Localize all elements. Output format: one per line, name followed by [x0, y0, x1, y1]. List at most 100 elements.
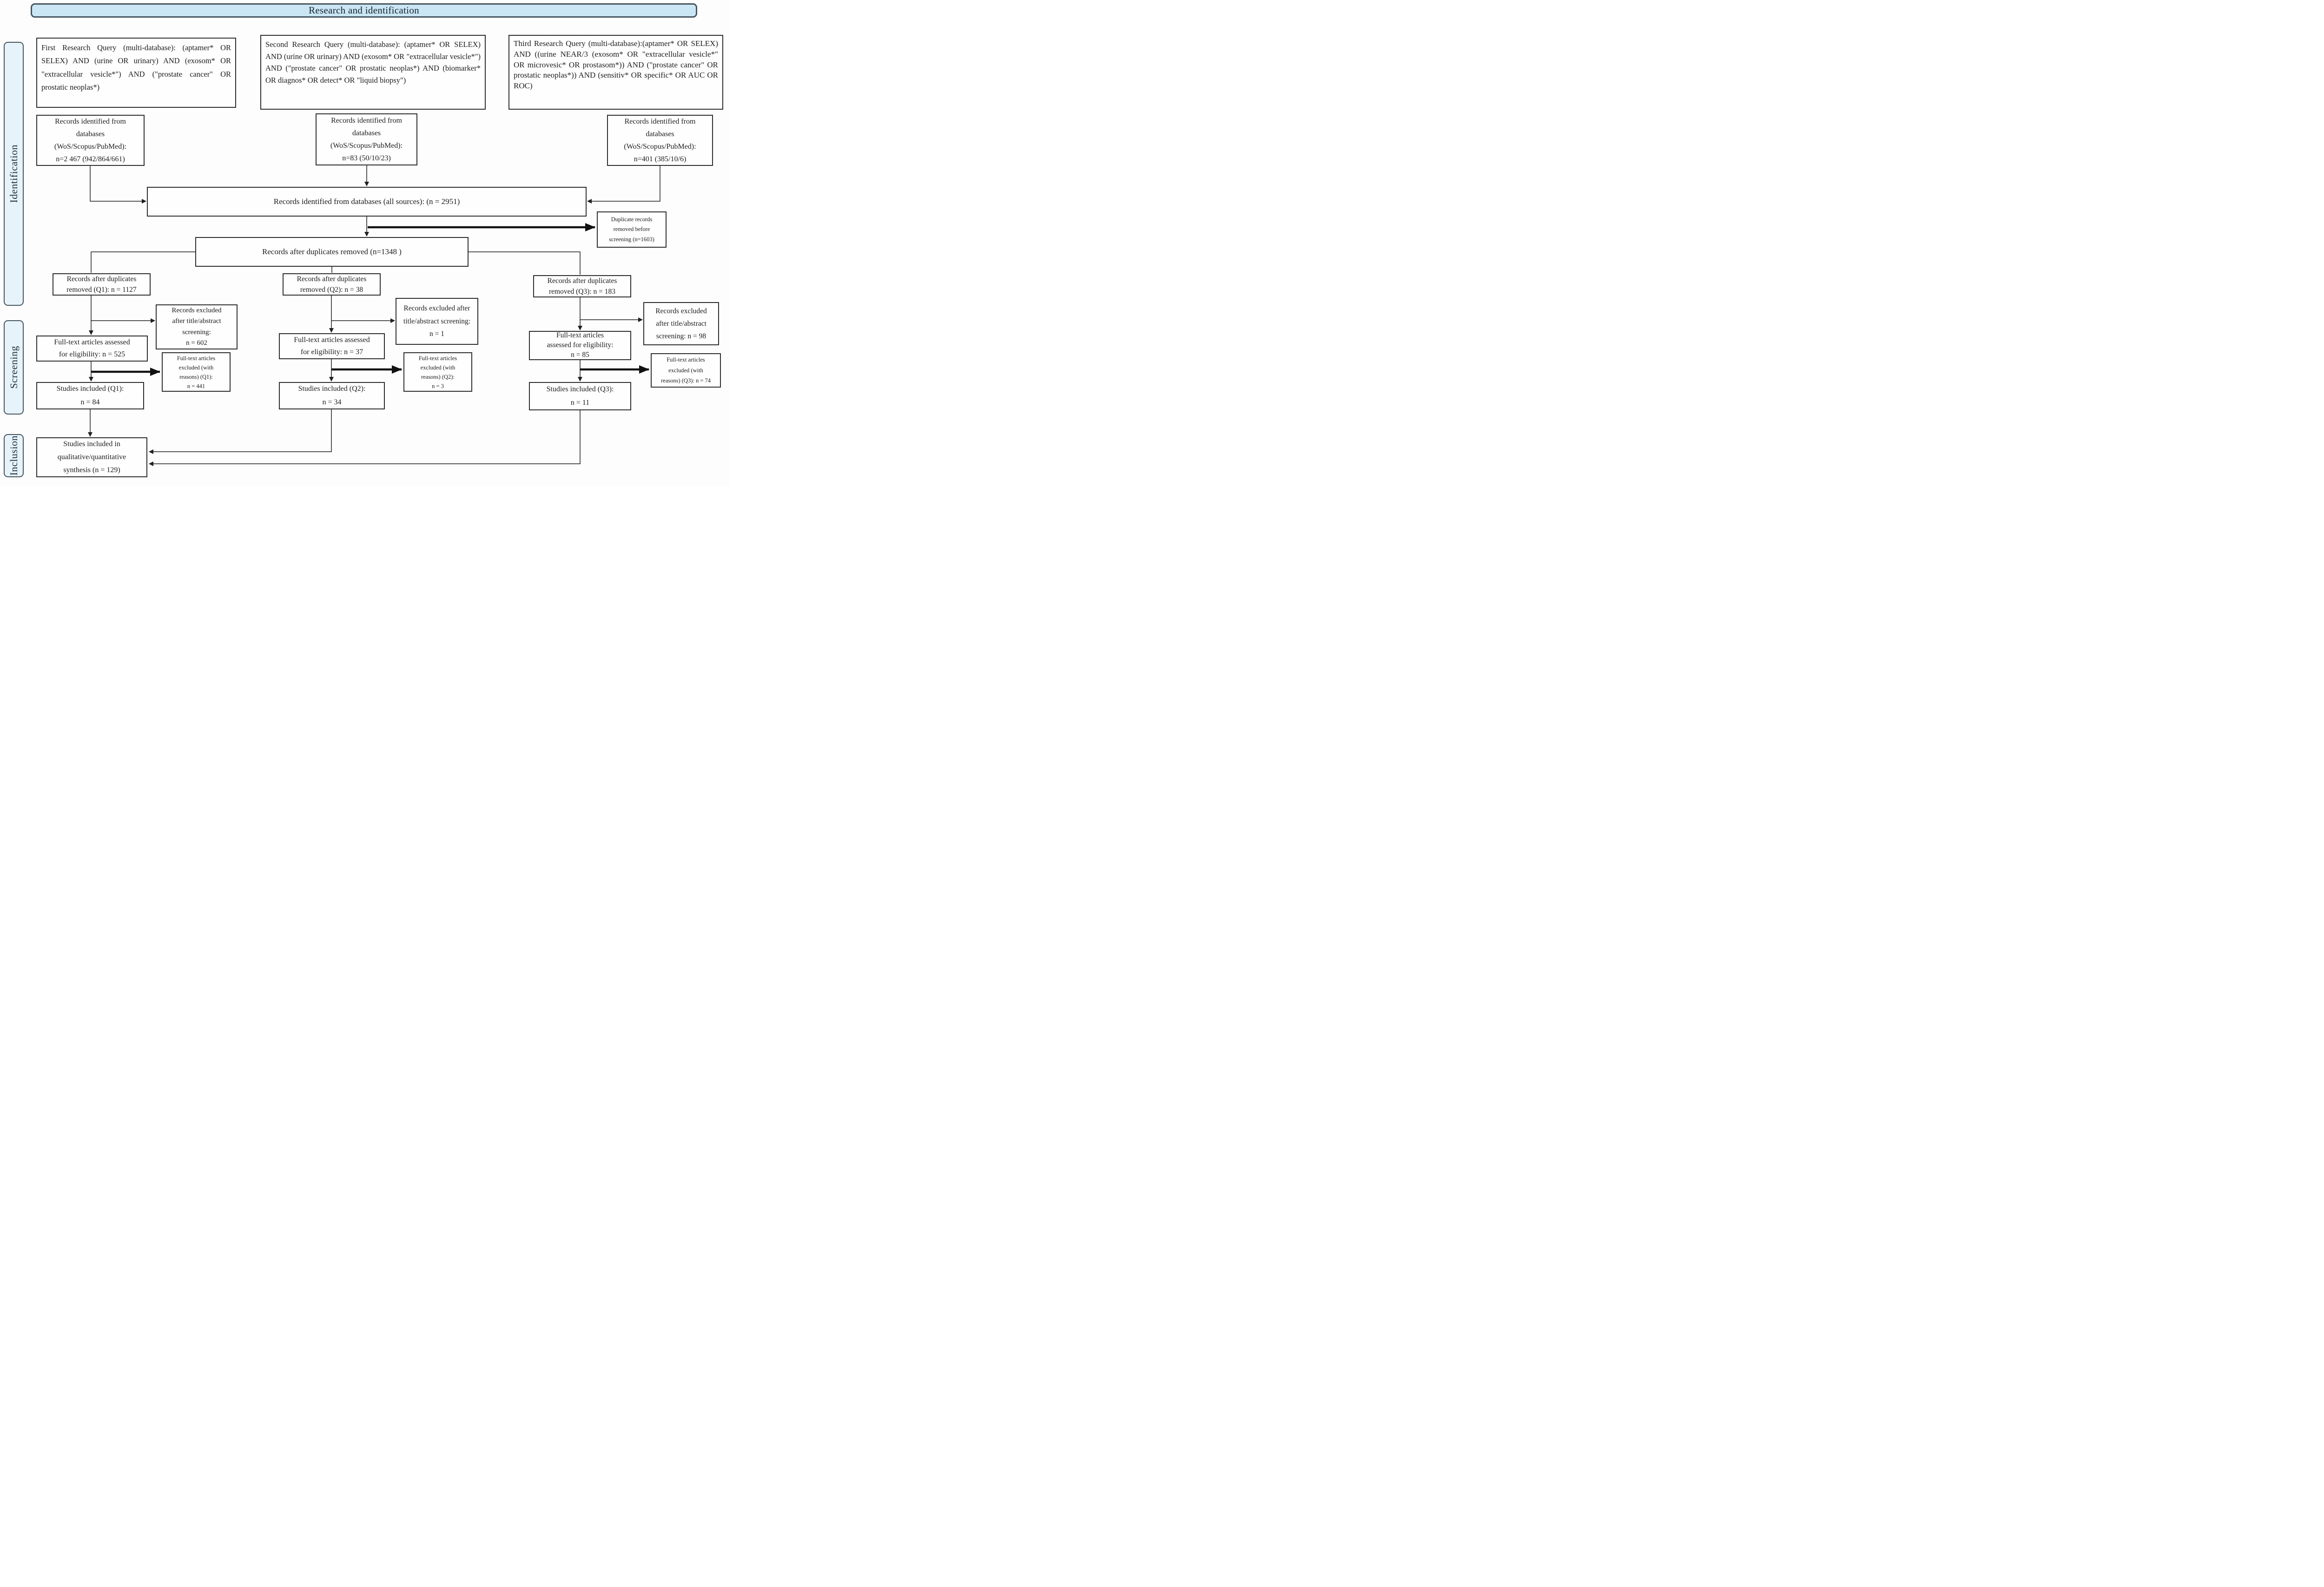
q1-fulltext-excluded-box-line: Full-text articles [177, 355, 216, 362]
records-identified-q3-box-line: Records identified from [624, 117, 696, 125]
records-identified-q1-box: Records identified from databases (WoS/Sco… [36, 115, 145, 166]
synthesis-included-box-line: qualitative/quantitative [57, 453, 126, 461]
records-all-sources-box: Records identified from databases (all s… [147, 187, 587, 217]
q1-studies-included-box-line: Studies included (Q1): [56, 384, 124, 393]
q3-after-duplicates-box: Records after duplicates removed (Q3): n … [533, 275, 631, 297]
q3-studies-included-box-line: n = 11 [570, 398, 590, 407]
q2-records-excluded-box-line: n = 1 [429, 330, 444, 338]
records-identified-q3-box-line: databases [646, 130, 674, 138]
records-identified-q2-box-line: Records identified from [331, 116, 402, 125]
banner-research-identification: Research and identification [31, 3, 697, 18]
records-identified-q3-box: Records identified from databases (WoS/Sco… [607, 115, 713, 166]
q1-after-duplicates-box: Records after duplicates removed (Q1): n … [53, 273, 151, 296]
q2-fulltext-assessed-box: Full-text articles assessed for eligibili… [279, 333, 385, 359]
duplicates-removed-box-line: screening (n=1603) [609, 236, 654, 243]
records-identified-q3-box-line: n=401 (385/10/6) [634, 155, 687, 164]
stage-label-inclusion: Inclusion [4, 434, 24, 477]
q2-fulltext-excluded-box: Full-text articles excluded (with reasons)… [403, 352, 472, 392]
records-all-sources-text: Records identified from databases (all s… [273, 197, 460, 206]
banner-title: Research and identification [309, 5, 419, 16]
q2-records-excluded-box-line: title/abstract screening: [403, 317, 471, 325]
after-duplicates-box: Records after duplicates removed (n=1348… [195, 237, 469, 267]
q1-records-excluded-box-line: n = 602 [186, 339, 207, 347]
q1-records-excluded-box: Records excluded after title/abstract scre… [156, 304, 238, 349]
q3-fulltext-excluded-box-line: Full-text articles [667, 356, 705, 363]
q2-fulltext-excluded-box-line: n = 3 [432, 382, 444, 389]
q3-fulltext-assessed-box-line: Full-text articles [556, 331, 604, 340]
synthesis-included-box-line: synthesis (n = 129) [63, 466, 120, 474]
q2-fulltext-assessed-box-line: for eligibility: n = 37 [300, 348, 363, 356]
q1-after-duplicates-box-line: Records after duplicates [66, 275, 137, 283]
stage-label-identification-text: Identification [7, 145, 20, 203]
q1-records-excluded-box-line: Records excluded [172, 307, 222, 314]
q1-studies-included-box-line: n = 84 [80, 398, 100, 406]
records-identified-q1-box-line: (WoS/Scopus/PubMed): [54, 143, 127, 151]
query-box-third: Third Research Query (multi-database):(a… [508, 35, 723, 110]
q1-studies-included-box: Studies included (Q1): n = 84 [36, 382, 144, 409]
q3-fulltext-excluded-box: Full-text articles excluded (with reasons)… [651, 353, 721, 388]
q3-fulltext-assessed-box-line: assessed for eligibility: [547, 341, 614, 349]
q1-fulltext-assessed-box-line: for eligibility: n = 525 [59, 350, 125, 358]
q2-after-duplicates-box: Records after duplicates removed (Q2): n … [283, 273, 381, 296]
synthesis-included-box: Studies included in qualitative/quantitat… [36, 437, 147, 477]
records-identified-q1-box-line: databases [76, 130, 105, 138]
query-box-second: Second Research Query (multi-database): … [260, 35, 486, 110]
duplicates-removed-box-line: Duplicate records [611, 216, 653, 223]
stage-label-inclusion-text: Inclusion [7, 435, 20, 476]
line-after-duplicates-to-q3 [469, 251, 581, 275]
q3-records-excluded-box-line: after title/abstract [656, 319, 706, 328]
q2-after-duplicates-box-line: Records after duplicates [297, 275, 367, 283]
q2-fulltext-excluded-box-line: Full-text articles [418, 355, 457, 362]
query-box-first: First Research Query (multi-database): (… [36, 38, 236, 108]
arrow-q2-included-to-synthesis [149, 409, 332, 454]
q2-records-excluded-box: Records excluded after title/abstract scr… [396, 298, 478, 345]
q3-after-duplicates-box-line: Records after duplicates [547, 277, 617, 285]
q3-records-excluded-box: Records excluded after title/abstract scre… [643, 302, 719, 345]
records-identified-q3-box-line: (WoS/Scopus/PubMed): [624, 143, 696, 151]
q3-fulltext-excluded-box-line: excluded (with [668, 367, 703, 374]
q3-fulltext-excluded-box-line: reasons) (Q3): n = 74 [660, 377, 711, 384]
q1-records-excluded-box-line: after title/abstract [172, 317, 221, 325]
records-identified-q2-box-line: n=83 (50/10/23) [342, 154, 391, 163]
q1-records-excluded-box-line: screening: [182, 328, 211, 336]
stage-label-screening-text: Screening [7, 346, 20, 389]
q2-studies-included-box-line: Studies included (Q2): [298, 384, 366, 393]
arrow-records-q3-to-all-sources [587, 166, 660, 204]
q2-fulltext-assessed-box-line: Full-text articles assessed [294, 336, 370, 344]
q1-fulltext-excluded-box-line: n = 441 [187, 382, 205, 389]
q1-fulltext-assessed-box-line: Full-text articles assessed [54, 338, 130, 347]
arrow-records-q1-to-all-sources [90, 166, 146, 204]
q2-after-duplicates-box-line: removed (Q2): n = 38 [300, 286, 363, 294]
q2-records-excluded-box-line: Records excluded after [403, 304, 470, 312]
q1-fulltext-excluded-box-line: reasons) (Q1): [179, 373, 213, 380]
arrow-q3-included-to-synthesis [149, 410, 581, 466]
records-identified-q1-box-line: Records identified from [55, 117, 126, 125]
stage-label-screening: Screening [4, 320, 24, 415]
q1-fulltext-excluded-box-line: excluded (with [178, 364, 214, 371]
after-duplicates-text: Records after duplicates removed (n=1348… [262, 247, 402, 256]
prisma-flow-diagram: Research and identification Identificati… [0, 0, 729, 487]
q2-studies-included-box: Studies included (Q2): n = 34 [279, 382, 385, 409]
q1-fulltext-assessed-box: Full-text articles assessed for eligibili… [36, 336, 148, 362]
duplicates-removed-box: Duplicate records removed before screening… [597, 211, 667, 248]
records-identified-q2-box-line: (WoS/Scopus/PubMed): [330, 142, 403, 150]
line-after-duplicates-to-q1 [91, 251, 195, 273]
q2-studies-included-box-line: n = 34 [322, 398, 342, 406]
records-identified-q2-box-line: databases [352, 129, 381, 137]
q2-fulltext-excluded-box-line: excluded (with [420, 364, 456, 371]
q2-fulltext-excluded-box-line: reasons) (Q2): [421, 373, 455, 380]
stage-label-identification: Identification [4, 42, 24, 306]
q3-studies-included-box: Studies included (Q3): n = 11 [529, 382, 631, 410]
q3-records-excluded-box-line: screening: n = 98 [656, 332, 706, 341]
records-identified-q1-box-line: n=2 467 (942/864/661) [56, 155, 125, 164]
q3-fulltext-assessed-box-line: n = 85 [571, 350, 589, 359]
q3-after-duplicates-box-line: removed (Q3): n = 183 [548, 288, 616, 296]
q1-after-duplicates-box-line: removed (Q1): n = 1127 [66, 286, 137, 294]
synthesis-included-box-line: Studies included in [63, 440, 120, 448]
duplicates-removed-box-line: removed before [613, 226, 650, 233]
q3-records-excluded-box-line: Records excluded [655, 307, 707, 315]
q3-studies-included-box-line: Studies included (Q3): [546, 385, 614, 393]
q1-fulltext-excluded-box: Full-text articles excluded (with reasons)… [162, 352, 231, 392]
records-identified-q2-box: Records identified from databases (WoS/Sco… [316, 113, 417, 165]
